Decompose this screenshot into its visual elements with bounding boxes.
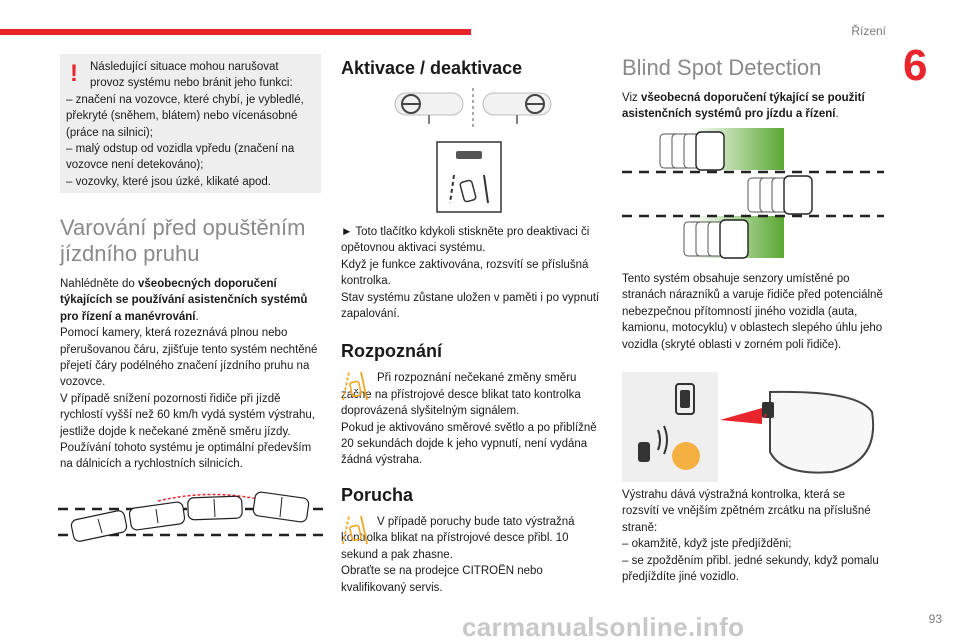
warning-box: ! Následující situace mohou narušovat pr… bbox=[60, 54, 321, 193]
lane-departure-illustration bbox=[58, 491, 323, 542]
detection-block: Při rozpoznání nečekané změny směru začn… bbox=[341, 370, 603, 468]
alert-item: – okamžitě, když jste předjížděni; bbox=[622, 538, 792, 551]
lane-warning-title-line2: jízdního pruhu bbox=[60, 241, 200, 266]
lane-warning-body-2: V případě snížení pozornosti řidiče při … bbox=[60, 392, 315, 438]
blind-spot-reference: Viz všeobecná doporučení týkající se pou… bbox=[622, 90, 884, 123]
warning-item: – značení na vozovce, které chybí, je vy… bbox=[66, 93, 304, 139]
blind-spot-description-block: Tento systém obsahuje senzory umístěné p… bbox=[622, 271, 884, 353]
blind-spot-alert-block: Výstrahu dává výstražná kontrolka, která… bbox=[622, 487, 884, 585]
activation-title: Aktivace / deaktivace bbox=[341, 58, 523, 78]
warning-item: – vozovky, které jsou úzké, klikaté apod… bbox=[66, 175, 271, 188]
fault-more: Obraťte se na prodejce CITROËN nebo kval… bbox=[341, 565, 543, 594]
steering-stalk-illustration bbox=[394, 88, 552, 128]
lane-warning-body-3: Používání tohoto systému je optimální př… bbox=[60, 442, 312, 471]
running-head: Řízení bbox=[851, 24, 886, 38]
ref-bold: všeobecných doporučení týkajících se pou… bbox=[60, 278, 308, 323]
bs-ref-suffix: . bbox=[835, 108, 839, 121]
blind-spot-illustration bbox=[622, 128, 884, 259]
lane-warning-lamp-icon bbox=[342, 372, 368, 401]
activation-step: ► Toto tlačítko kdykoli stiskněte pro de… bbox=[341, 226, 590, 255]
column-left: ! Následující situace mohou narušovat pr… bbox=[60, 54, 322, 473]
lane-button-illustration bbox=[436, 141, 502, 213]
alert-item: – se zpožděním přibl. jedné sekundy, kdy… bbox=[622, 554, 879, 584]
lane-warning-body-1: Pomocí kamery, která rozeznává plnou neb… bbox=[60, 327, 318, 389]
column-right: Blind Spot Detection Viz všeobecná dopor… bbox=[622, 54, 884, 123]
lane-warning-title: Varování před opuštěním jízdního pruhu bbox=[60, 215, 322, 267]
bs-ref-bold: všeobecná doporučení týkající se použití… bbox=[622, 92, 865, 121]
warning-item: – malý odstup od vozidla vpředu (značení… bbox=[66, 143, 295, 172]
ref-suffix: . bbox=[195, 310, 199, 323]
lane-warning-title-line1: Varování před opuštěním bbox=[60, 215, 306, 240]
chapter-number: 6 bbox=[903, 41, 928, 90]
column-middle: Aktivace / deaktivace bbox=[341, 54, 603, 79]
top-accent-bar bbox=[0, 29, 471, 35]
warning-exclamation-icon: ! bbox=[70, 60, 78, 87]
fault-warning-lamp-icon bbox=[342, 515, 368, 545]
mirror-indicator-illustration bbox=[622, 372, 875, 482]
warning-intro: Následující situace mohou narušovat prov… bbox=[90, 61, 293, 90]
lane-warning-reference: Nahlédněte do všeobecných doporučení týk… bbox=[60, 276, 322, 325]
watermark: carmanualsonline.info bbox=[462, 612, 745, 640]
page-number: 93 bbox=[928, 612, 942, 626]
fault-block: V případě poruchy bude tato výstražná ko… bbox=[341, 514, 603, 596]
alert-intro: Výstrahu dává výstražná kontrolka, která… bbox=[622, 489, 871, 534]
activation-text: ► Toto tlačítko kdykoli stiskněte pro de… bbox=[341, 224, 603, 596]
blind-spot-description: Tento systém obsahuje senzory umístěné p… bbox=[622, 273, 883, 351]
activation-memory-note: Stav systému zůstane uložen v paměti i p… bbox=[341, 291, 600, 321]
lane-warning-section: Varování před opuštěním jízdního pruhu N… bbox=[60, 215, 322, 473]
detection-title: Rozpoznání bbox=[341, 341, 442, 362]
bs-ref-prefix: Viz bbox=[622, 92, 641, 104]
blind-spot-title: Blind Spot Detection bbox=[622, 55, 822, 80]
fault-title: Porucha bbox=[341, 484, 414, 505]
fault-lead: V případě poruchy bude tato výstražná ko… bbox=[341, 515, 575, 561]
detection-lead: Při rozpoznání nečekané změny směru začn… bbox=[341, 372, 581, 418]
detection-more: Pokud je aktivováno směrové světlo a po … bbox=[341, 421, 597, 467]
activation-indicator-note: Když je funkce zaktivována, rozsvítí se … bbox=[341, 258, 589, 288]
ref-prefix: Nahlédněte do bbox=[60, 278, 139, 290]
